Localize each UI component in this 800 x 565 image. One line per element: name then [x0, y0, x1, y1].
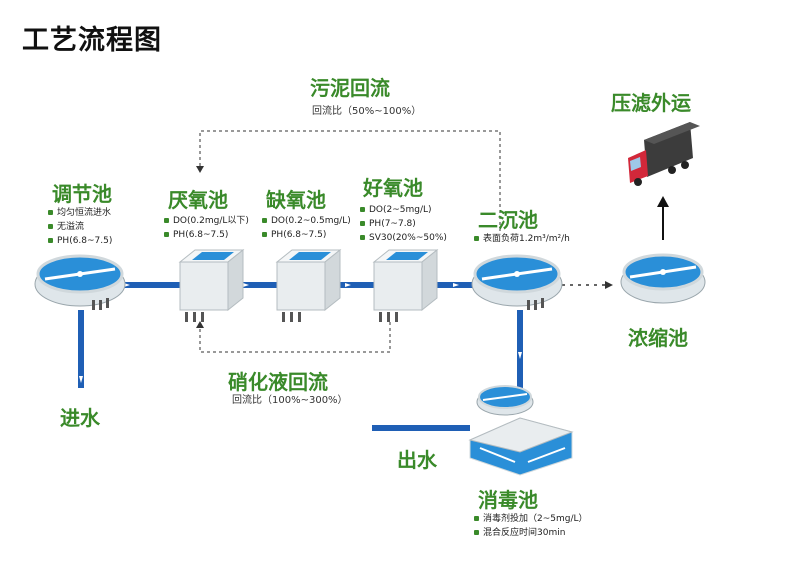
haoyang-params: DO(2~5mg/L) PH(7~7.8) SV30(20%~50%) — [360, 203, 447, 245]
queyang-params: DO(0.2~0.5mg/L) PH(6.8~7.5) — [262, 214, 351, 242]
yanyang-param: PH(6.8~7.5) — [164, 228, 249, 242]
queyang-param: DO(0.2~0.5mg/L) — [262, 214, 351, 228]
haoyang-reactor — [372, 248, 439, 322]
tiaojie-param: 无溢流 — [48, 220, 112, 234]
xiaodu-building — [468, 385, 574, 476]
tiaojie-param: PH(6.8~7.5) — [48, 234, 112, 248]
erchen-title: 二沉池 — [478, 208, 538, 232]
haoyang-title: 好氧池 — [363, 176, 423, 200]
inlet-label: 进水 — [60, 406, 100, 430]
xiaodu-param: 混合反应时间30min — [474, 526, 588, 540]
tiaojie-title: 调节池 — [52, 182, 112, 206]
haoyang-param: DO(2~5mg/L) — [360, 203, 447, 217]
erchen-param: 表面负荷1.2m³/m²/h — [474, 232, 570, 246]
sludge-return-ratio: 回流比（50%~100%） — [312, 106, 422, 117]
queyang-title: 缺氧池 — [266, 188, 326, 212]
nongsuo-tank — [620, 253, 706, 304]
xiaodu-params: 消毒剂投加（2~5mg/L） 混合反应时间30min — [474, 512, 588, 540]
page-title: 工艺流程图 — [22, 25, 162, 56]
yanyang-reactor — [178, 248, 245, 322]
erchen-tank — [471, 254, 563, 310]
yanyang-param: DO(0.2mg/L以下) — [164, 214, 249, 228]
tiaojie-param: 均匀恒流进水 — [48, 206, 112, 220]
tiaojie-tank — [34, 254, 126, 310]
queyang-reactor — [275, 248, 342, 322]
nitrate-return-label: 硝化液回流 — [228, 370, 328, 394]
erchen-params: 表面负荷1.2m³/m²/h — [474, 232, 570, 246]
xiaodu-param: 消毒剂投加（2~5mg/L） — [474, 512, 588, 526]
haoyang-param: PH(7~7.8) — [360, 217, 447, 231]
nitrate-return-line — [199, 322, 391, 353]
truck-icon — [628, 122, 700, 186]
haoyang-param: SV30(20%~50%) — [360, 231, 447, 245]
nitrate-return-ratio: 回流比（100%~300%） — [232, 395, 348, 406]
outlet-label: 出水 — [397, 448, 437, 472]
yanyang-title: 厌氧池 — [168, 188, 228, 212]
nongsuo-title: 浓缩池 — [628, 326, 688, 350]
xiaodu-title: 消毒池 — [478, 488, 538, 512]
sludge-return-label: 污泥回流 — [310, 76, 390, 100]
yanyang-params: DO(0.2mg/L以下) PH(6.8~7.5) — [164, 214, 249, 242]
sludge-return-line — [199, 130, 501, 232]
flow-arrows — [79, 283, 522, 383]
press-title: 压滤外运 — [611, 91, 691, 115]
tiaojie-params: 均匀恒流进水 无溢流 PH(6.8~7.5) — [48, 206, 112, 248]
queyang-param: PH(6.8~7.5) — [262, 228, 351, 242]
